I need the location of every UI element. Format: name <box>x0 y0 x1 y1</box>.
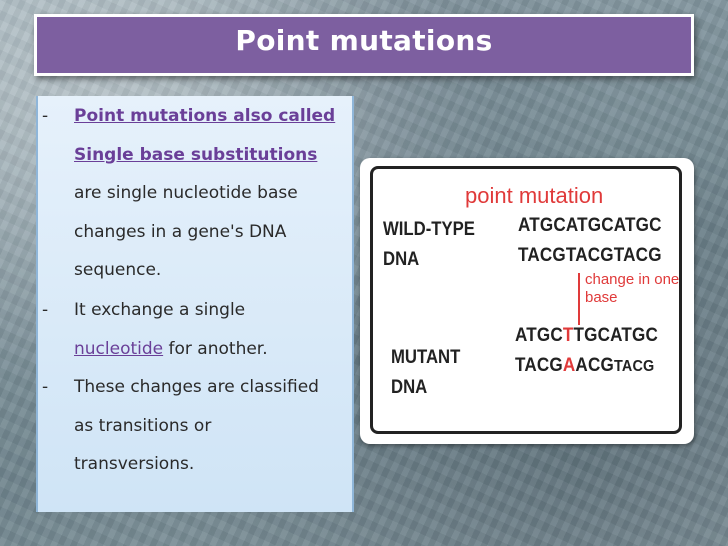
nucleotide-link[interactable]: nucleotide <box>74 338 164 359</box>
bullet-line: changes in a gene's DNA <box>74 222 286 242</box>
mutant-dna-label: DNA <box>391 377 428 398</box>
wild-type-label: WILD-TYPE <box>383 219 475 240</box>
mutant-sequence-bottom: TACGAACGTACG <box>515 355 654 377</box>
bullet-text: sequence. <box>74 260 162 280</box>
bullet-dash: - <box>42 377 49 397</box>
mut-bot-part-3: ACG <box>575 355 614 376</box>
bullet-text: transversions. <box>74 454 195 474</box>
slide-title: Point mutations <box>235 23 493 57</box>
wild-sequence-top: ATGCATGCATGC <box>518 215 662 236</box>
mut-bot-changed-base: A <box>562 355 576 376</box>
bullet-text: as transitions or <box>74 415 212 436</box>
title-bar: Point mutations <box>34 14 694 76</box>
point-mutation-diagram: point mutation WILD-TYPE DNA ATGCATGCATG… <box>360 158 694 444</box>
bullet-line: It exchange a single <box>74 300 245 320</box>
wild-sequence-bottom: TACGTACGTACG <box>518 245 662 266</box>
change-note-line-2: base <box>585 289 618 306</box>
bullet-dash: - <box>42 106 49 126</box>
bullet-text: changes in a gene's DNA <box>74 221 287 242</box>
change-note-line-1: change in one <box>585 271 680 288</box>
bullet-line: are single nucleotide base <box>74 183 298 203</box>
diagram-frame: point mutation WILD-TYPE DNA ATGCATGCATG… <box>370 166 682 434</box>
mut-top-changed-base: T <box>562 325 574 346</box>
change-indicator-line <box>578 273 580 325</box>
diagram-title: point mutation <box>465 183 604 208</box>
change-note: change in one base <box>585 271 685 307</box>
bullet-text: It exchange a single <box>74 300 246 320</box>
bullet-line: nucleotide for another. <box>74 339 268 359</box>
bullet-text: Single base substitutions <box>74 144 318 165</box>
bullet-line: as transitions or <box>74 416 211 436</box>
bullet-dash: - <box>42 300 49 320</box>
bullet-line: Point mutations also called <box>74 106 335 126</box>
mut-top-part-3: TGCATGC <box>573 325 659 346</box>
bullet-text: for another. <box>163 338 268 359</box>
mut-bot-part-4: TACG <box>613 358 655 375</box>
mutant-sequence-top: ATGCTTGCATGC <box>515 325 658 347</box>
bullet-line: sequence. <box>74 260 161 280</box>
bullet-text: These changes are classified <box>74 377 319 397</box>
wild-type-dna-label: DNA <box>383 249 420 270</box>
bullet-line: These changes are classified <box>74 377 319 397</box>
mut-bot-part-1: TACG <box>515 355 563 376</box>
bullet-line: Single base substitutions <box>74 145 317 165</box>
mut-top-part-1: ATGC <box>515 325 563 346</box>
mutant-label: MUTANT <box>391 347 461 368</box>
bullet-text: are single nucleotide base <box>74 183 298 203</box>
bullet-line: transversions. <box>74 454 194 474</box>
bullet-text: Point mutations also called <box>74 106 336 126</box>
